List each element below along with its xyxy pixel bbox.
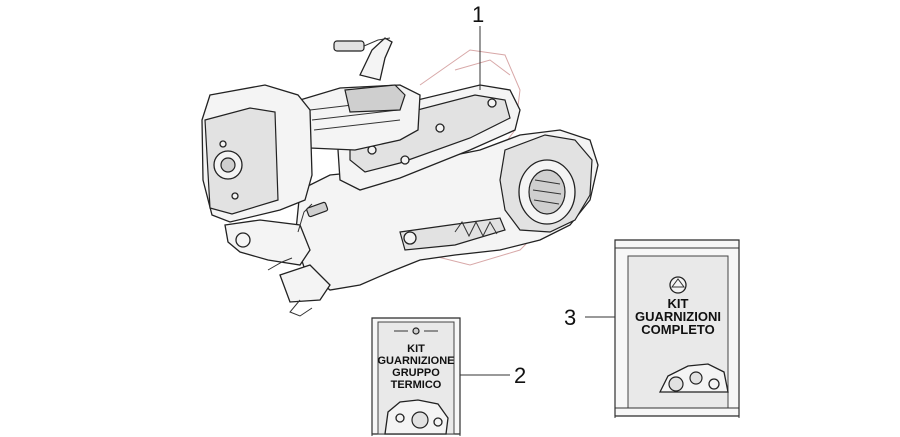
kit-gruppo-termico-box: KIT GUARNIZIONE GRUPPO TERMICO — [371, 317, 461, 436]
callout-3: 3 — [564, 305, 576, 330]
kit2-line-4: TERMICO — [391, 379, 442, 391]
callout-1: 1 — [472, 2, 484, 27]
brand-logo — [669, 276, 687, 294]
kit3-line-3: COMPLETO — [641, 322, 714, 337]
kit2-line-3: GRUPPO — [392, 367, 440, 379]
kit-completo-box: KIT GUARNIZIONI COMPLETO — [614, 239, 740, 418]
kit2-line-2: GUARNIZIONE — [378, 355, 455, 367]
engine-assembly — [201, 37, 599, 317]
callout-2: 2 — [514, 363, 526, 388]
kit2-line-1: KIT — [407, 343, 425, 355]
kit3-line-1: KIT — [668, 296, 689, 311]
kit3-line-2: GUARNIZIONI — [635, 309, 721, 324]
